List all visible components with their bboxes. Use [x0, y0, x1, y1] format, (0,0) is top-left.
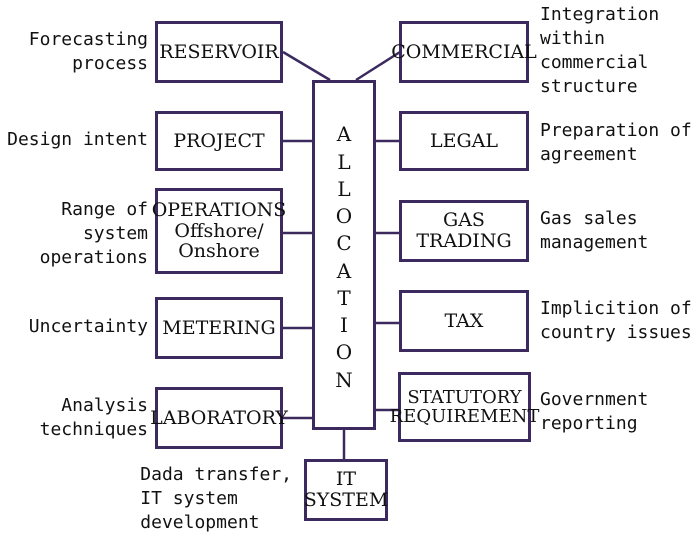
legal-note: Preparation of agreement [540, 120, 692, 165]
statutory-requirement-box: STATUTORY REQUIREMENT [390, 372, 539, 442]
project-box: PROJECT [155, 111, 283, 171]
allocation-letter: L [337, 149, 351, 174]
commercial-note: Integration within commercial structure [540, 4, 660, 97]
operations-note: Range of system operations [39, 199, 148, 268]
allocation-letter: L [337, 176, 351, 201]
legal-box: LEGAL [399, 111, 529, 171]
allocation-letter: A [336, 258, 352, 283]
allocation-letter: I [340, 313, 348, 338]
allocation-letter: T [337, 285, 351, 310]
allocation-letter: A [336, 122, 352, 147]
it-system-box: IT SYSTEM [304, 459, 388, 521]
tax-box: TAX [399, 290, 529, 352]
commercial-box: COMMERCIAL [391, 21, 537, 83]
metering-box: METERING [155, 297, 283, 359]
link-commercial [355, 50, 401, 82]
allocation-letter: C [336, 231, 352, 256]
operations-box: OPERATIONS Offshore/ Onshore [152, 188, 286, 274]
project-note: Design intent [7, 129, 148, 150]
it-system-note: Dada transfer, IT system development [140, 464, 292, 533]
reservoir-note: Forecasting process [28, 29, 148, 74]
tax-note: Implicition of country issues [540, 298, 692, 343]
statutory-note: Government reporting [540, 389, 649, 434]
laboratory-note: Analysis techniques [39, 395, 148, 440]
link-reservoir [282, 50, 331, 82]
metering-note: Uncertainty [28, 316, 148, 337]
gas-trading-note: Gas sales management [540, 208, 649, 253]
reservoir-box: RESERVOIR [155, 21, 283, 83]
laboratory-box: LABORATORY [150, 387, 288, 449]
allocation-letter: N [335, 367, 353, 392]
allocation-letter: O [335, 340, 353, 365]
allocation-letter: O [335, 204, 353, 229]
gas-trading-box: GAS TRADING [399, 200, 529, 262]
